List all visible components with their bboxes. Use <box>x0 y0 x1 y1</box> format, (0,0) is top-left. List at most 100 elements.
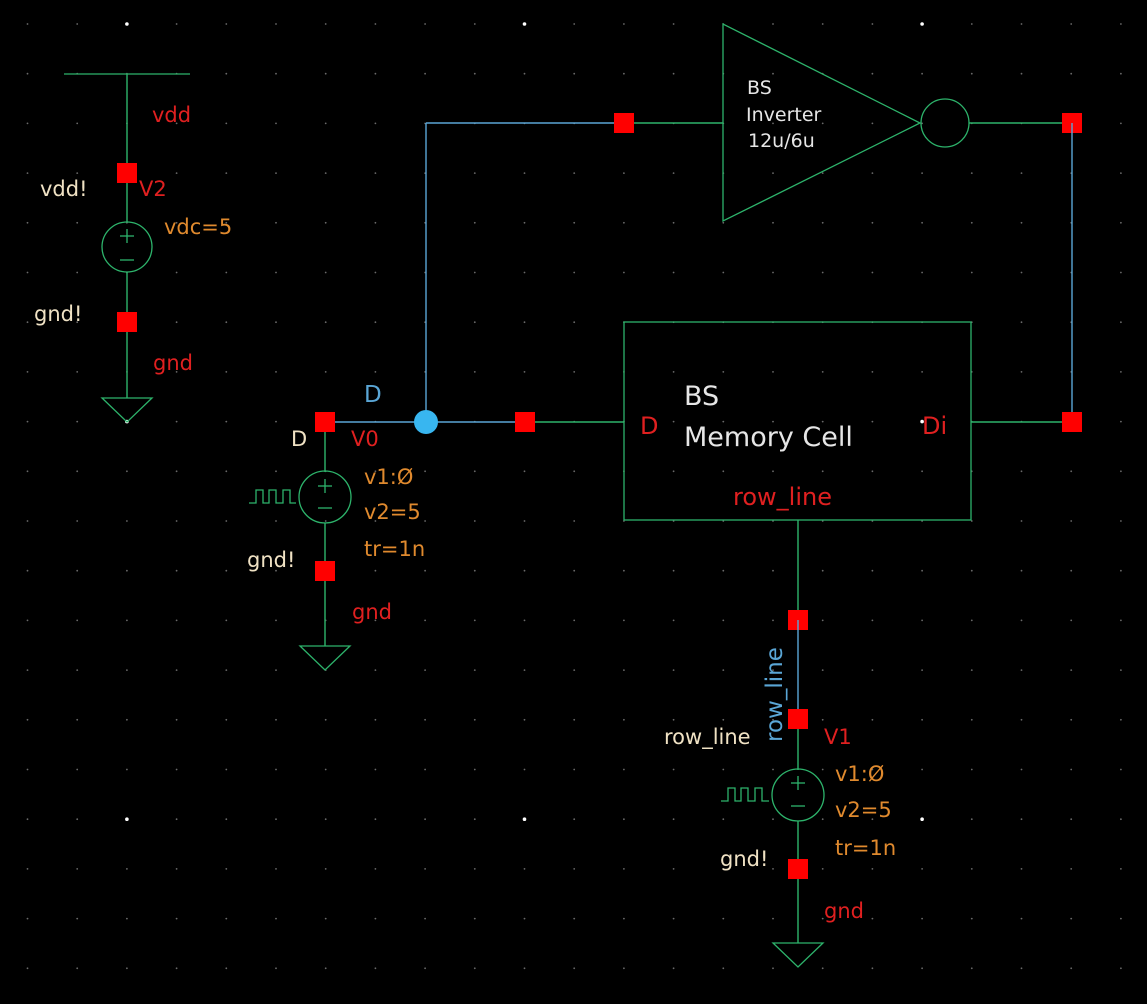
pulse-source-icon[interactable] <box>298 470 352 524</box>
grid-dot <box>772 23 774 25</box>
grid-dot <box>821 470 824 473</box>
d-cell-input-pin[interactable] <box>515 412 535 432</box>
grid-dot <box>871 967 874 970</box>
grid-dot <box>76 520 79 522</box>
v2-gnd-pin[interactable] <box>117 312 137 332</box>
grid-dot <box>1020 768 1023 771</box>
grid-dot <box>623 569 625 572</box>
grid-dot <box>672 718 675 721</box>
grid-dot <box>175 768 178 771</box>
cell-di-pin[interactable] <box>1062 412 1082 432</box>
grid-dot <box>623 917 625 920</box>
grid-dot <box>76 470 79 473</box>
grid-dot <box>76 818 79 821</box>
grid-dot <box>76 420 79 423</box>
grid-dot <box>573 470 576 473</box>
grid-dot <box>26 420 29 423</box>
pulse-source-row-group[interactable]: row_line row_line V1 v1:Ø v2=5 tr=1n gnd… <box>664 520 896 968</box>
v1-gnd-pin[interactable] <box>788 859 808 879</box>
grid-dot <box>672 669 675 671</box>
grid-dot <box>26 72 29 75</box>
grid-dot <box>772 818 774 821</box>
v0-gnd-symbol-label: gnd <box>352 600 392 624</box>
grid-dot <box>275 221 277 224</box>
d-net-label: D <box>291 427 307 451</box>
v2-instance-label: V2 <box>139 177 167 201</box>
grid-dot <box>523 321 526 324</box>
grid-dot <box>26 271 29 274</box>
grid-dot <box>175 818 178 821</box>
v0-gnd-pin[interactable] <box>315 561 335 581</box>
grid-dot <box>722 271 725 274</box>
inverter-triangle-icon[interactable] <box>722 22 922 223</box>
grid-dot <box>1120 868 1122 870</box>
grid-dot <box>473 72 476 75</box>
grid-dot <box>225 23 228 25</box>
grid-dot <box>573 868 576 870</box>
v0-param-tr: tr=1n <box>364 537 425 561</box>
grid-dot <box>126 718 128 721</box>
grid-dot <box>1020 917 1023 920</box>
inverter-input-pin[interactable] <box>614 113 634 133</box>
grid-dot <box>772 122 774 125</box>
grid-dot <box>871 718 874 721</box>
memory-cell-group[interactable]: D Di BS Memory Cell row_line <box>535 321 1082 521</box>
vdd-source-group[interactable]: vdd vdd! V2 vdc=5 gnd! gnd <box>34 73 232 423</box>
grid-dot <box>623 768 625 771</box>
grid-dot <box>523 718 526 721</box>
d-source-pin[interactable] <box>315 412 335 432</box>
grid-dot <box>1020 371 1023 373</box>
grid-dot <box>1120 818 1122 821</box>
grid-dot <box>821 917 824 920</box>
grid-dot <box>871 569 874 572</box>
v0-param-v2: v2=5 <box>364 500 421 524</box>
rowline-source-pin[interactable] <box>788 709 808 729</box>
grid-dot <box>26 470 29 473</box>
rowline-net-label: row_line <box>664 725 751 750</box>
grid-dot <box>1120 520 1122 522</box>
grid-dot <box>324 221 327 224</box>
grid-dot <box>324 271 327 274</box>
grid-dot <box>76 768 79 771</box>
grid-dot <box>26 818 29 821</box>
grid-dot <box>225 868 228 870</box>
grid-dot <box>175 718 178 721</box>
grid-dot <box>970 619 973 622</box>
grid-dot <box>324 520 327 522</box>
pulse-source-d-group[interactable]: D D V0 v1:Ø v2=5 tr=1n gnd! gnd <box>247 113 634 671</box>
grid-dot <box>871 221 874 224</box>
grid-major-dot <box>920 419 924 424</box>
grid-dot <box>821 371 824 373</box>
grid-dot <box>623 718 625 721</box>
grid-dot <box>970 669 973 671</box>
grid-dot <box>473 470 476 473</box>
grid-dot <box>225 718 228 721</box>
grid-dot <box>921 172 923 175</box>
grid-dot <box>970 172 973 175</box>
grid-dot <box>1020 470 1023 473</box>
v1-param-v1: v1:Ø <box>835 762 884 786</box>
grid-dot <box>26 371 29 373</box>
grid-dot <box>821 619 824 622</box>
grid-dot <box>821 818 824 821</box>
grid-dot <box>1120 470 1122 473</box>
ground-icon <box>771 942 825 968</box>
grid-dot <box>374 818 377 821</box>
grid-dot <box>921 768 923 771</box>
grid-dot <box>473 768 476 771</box>
vdd-pin[interactable] <box>117 163 137 183</box>
grid-dot <box>1120 967 1122 970</box>
grid-dot <box>76 619 79 622</box>
grid-dot <box>672 569 675 572</box>
inverter-group[interactable]: BS Inverter 12u/6u <box>634 22 1082 422</box>
grid-dot <box>871 271 874 274</box>
grid-dot <box>772 669 774 671</box>
grid-dot <box>921 72 923 75</box>
grid-dot <box>821 122 824 125</box>
grid-dot <box>126 470 128 473</box>
grid-dot <box>473 569 476 572</box>
grid-major-dot <box>522 817 527 821</box>
grid-dot <box>76 122 79 125</box>
grid-dot <box>76 172 79 175</box>
